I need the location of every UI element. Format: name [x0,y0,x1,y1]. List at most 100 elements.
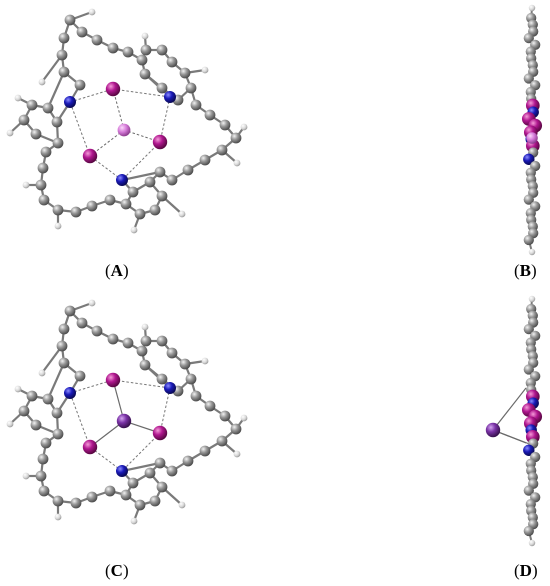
carbon-atom [51,407,63,419]
carbon-atom [144,176,156,188]
carbon-atom [523,234,534,246]
hydrogen-atom [130,226,138,234]
nitrogen-atom [164,91,176,103]
carbon-atom [104,485,116,497]
hydrogen-bond-dashed [69,392,91,448]
hydrogen-atom [141,32,149,40]
carbon-atom [91,325,103,337]
carbon-atom [58,323,70,335]
carbon-atom [58,66,70,78]
carbon-atom [182,455,194,467]
hydrogen-atom [54,513,62,521]
carbon-atom [523,485,534,496]
carbon-atom [134,208,146,220]
covalent-bond [46,362,66,400]
carbon-atom [166,56,178,68]
carbon-atom [139,359,151,371]
carbon-atom [18,114,30,126]
carbon-atom [107,333,119,345]
atom-layer [485,295,543,547]
carbon-atom [219,410,231,422]
carbon-atom [190,99,202,111]
carbon-atom [134,499,146,511]
phosphorus-atom [82,148,98,164]
phosphorus-atom [105,81,121,97]
carbon-atom [182,164,194,176]
carbon-atom [122,46,134,58]
carbon-atom [523,33,534,44]
hydrogen-atom [14,94,22,102]
carbon-atom [523,364,534,375]
hydrogen-bond-dashed [69,379,114,394]
central-atom [117,123,131,137]
carbon-atom [52,204,64,216]
carbon-atom [156,190,168,202]
carbon-atom [56,49,68,61]
hydrogen-atom [233,159,241,167]
carbon-atom [122,337,134,349]
carbon-atom [42,102,54,114]
carbon-atom [136,54,148,66]
carbon-atom [37,453,49,465]
carbon-atom [26,99,38,111]
hydrogen-atom [240,414,248,422]
carbon-atom [52,428,64,440]
carbon-atom [74,79,86,91]
nitrogen-atom [116,174,128,186]
hydrogen-atom [528,295,536,303]
carbon-atom [216,144,228,156]
nitrogen-atom [64,96,76,108]
carbon-atom [70,206,82,218]
carbon-atom [35,179,47,191]
panel-label-c: (C) [105,561,129,580]
hydrogen-atom [130,517,138,525]
carbon-atom [74,370,86,382]
carbon-atom [86,200,98,212]
carbon-atom [37,162,49,174]
carbon-atom [76,26,88,38]
phosphorus-atom [82,439,98,455]
carbon-atom [64,305,76,317]
carbon-atom [523,324,534,335]
carbon-atom [230,423,242,435]
covalent-bond [121,170,161,182]
hydrogen-atom [178,501,186,509]
carbon-atom [179,358,191,370]
hydrogen-bond-dashed [159,387,171,434]
hydrogen-atom [240,123,248,131]
carbon-atom [26,390,38,402]
carbon-atom [51,116,63,128]
panel-label-d: (D) [514,561,538,580]
carbon-atom [523,525,534,537]
carbon-atom [35,470,47,482]
carbon-atom [156,335,168,347]
molecule-top-view-c [6,299,248,525]
carbon-atom [40,146,52,158]
carbon-atom [190,390,202,402]
hydrogen-atom [88,299,96,307]
carbon-atom [104,194,116,206]
carbon-atom [199,445,211,457]
central-atom [526,132,538,144]
central-atom [485,422,501,438]
carbon-atom [107,42,119,54]
carbon-atom [149,495,161,507]
hydrogen-bond-dashed [112,88,171,98]
carbon-atom [523,194,534,205]
molecule-side-view-d [485,295,543,547]
carbon-atom [156,44,168,56]
carbon-atom [139,68,151,80]
hydrogen-atom [528,539,536,547]
atom-layer [6,8,248,234]
carbon-atom [30,128,42,140]
carbon-atom [42,393,54,405]
atom-layer [521,4,543,256]
carbon-atom [204,400,216,412]
carbon-atom [56,340,68,352]
carbon-atom [156,481,168,493]
carbon-atom [30,419,42,431]
carbon-atom [149,204,161,216]
molecule-side-view-b [521,4,543,256]
carbon-atom [185,373,197,385]
